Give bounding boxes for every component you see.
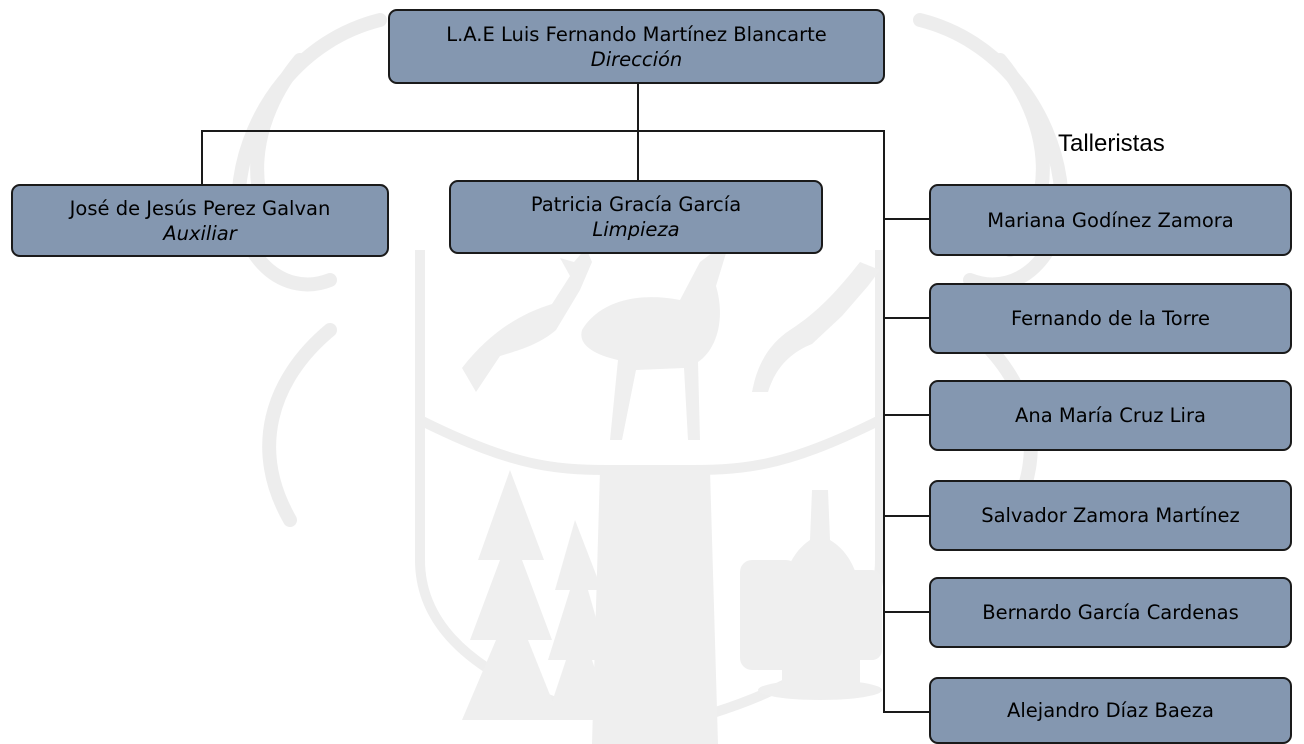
director-name: L.A.E Luis Fernando Martínez Blancarte bbox=[446, 22, 827, 46]
tallerista-box-3: Ana María Cruz Lira bbox=[929, 380, 1292, 451]
auxiliar-name: José de Jesús Perez Galvan bbox=[69, 196, 331, 220]
tallerista-box-2: Fernando de la Torre bbox=[929, 283, 1292, 354]
auxiliar-box: José de Jesús Perez Galvan Auxiliar bbox=[11, 184, 389, 257]
tallerista-box-5: Bernardo García Cardenas bbox=[929, 577, 1292, 648]
tallerista-name: Mariana Godínez Zamora bbox=[987, 208, 1234, 232]
tallerista-box-1: Mariana Godínez Zamora bbox=[929, 184, 1292, 256]
limpieza-name: Patricia Gracía García bbox=[530, 193, 742, 216]
tallerista-name: Ana María Cruz Lira bbox=[1015, 404, 1206, 427]
tallerista-name: Bernardo García Cardenas bbox=[982, 601, 1239, 624]
tallerista-name: Alejandro Díaz Baeza bbox=[1007, 699, 1214, 722]
auxiliar-role: Auxiliar bbox=[163, 221, 237, 245]
talleristas-label: Talleristas bbox=[1058, 130, 1165, 157]
director-box: L.A.E Luis Fernando Martínez Blancarte D… bbox=[388, 9, 885, 84]
limpieza-role: Limpieza bbox=[592, 218, 680, 241]
director-role: Dirección bbox=[590, 47, 683, 71]
tallerista-name: Salvador Zamora Martínez bbox=[981, 504, 1240, 527]
limpieza-box: Patricia Gracía García Limpieza bbox=[449, 180, 823, 254]
tallerista-name: Fernando de la Torre bbox=[1011, 307, 1210, 330]
tallerista-box-6: Alejandro Díaz Baeza bbox=[929, 677, 1292, 744]
tallerista-box-4: Salvador Zamora Martínez bbox=[929, 480, 1292, 551]
